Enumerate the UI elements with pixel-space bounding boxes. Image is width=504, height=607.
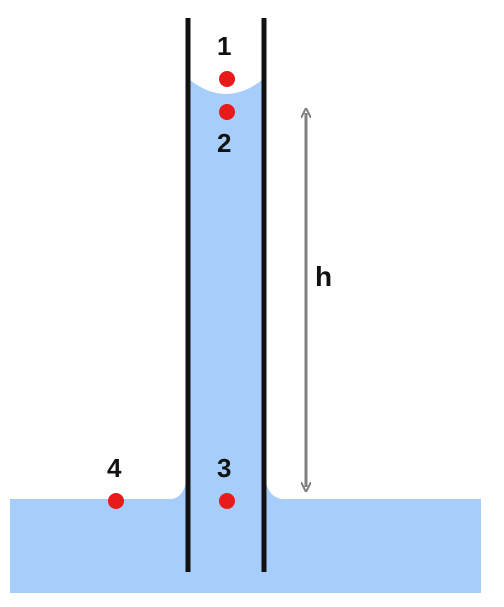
point-4-marker	[108, 493, 124, 509]
height-label: h	[315, 261, 332, 292]
reservoir-water	[10, 482, 481, 593]
point-3-label: 3	[217, 453, 231, 483]
point-1-marker	[219, 71, 235, 87]
point-1-label: 1	[217, 31, 231, 61]
point-4-label: 4	[107, 453, 122, 483]
point-2-label: 2	[217, 128, 231, 158]
capillary-water-column	[190, 80, 262, 572]
point-2-marker	[219, 104, 235, 120]
point-3-marker	[219, 493, 235, 509]
